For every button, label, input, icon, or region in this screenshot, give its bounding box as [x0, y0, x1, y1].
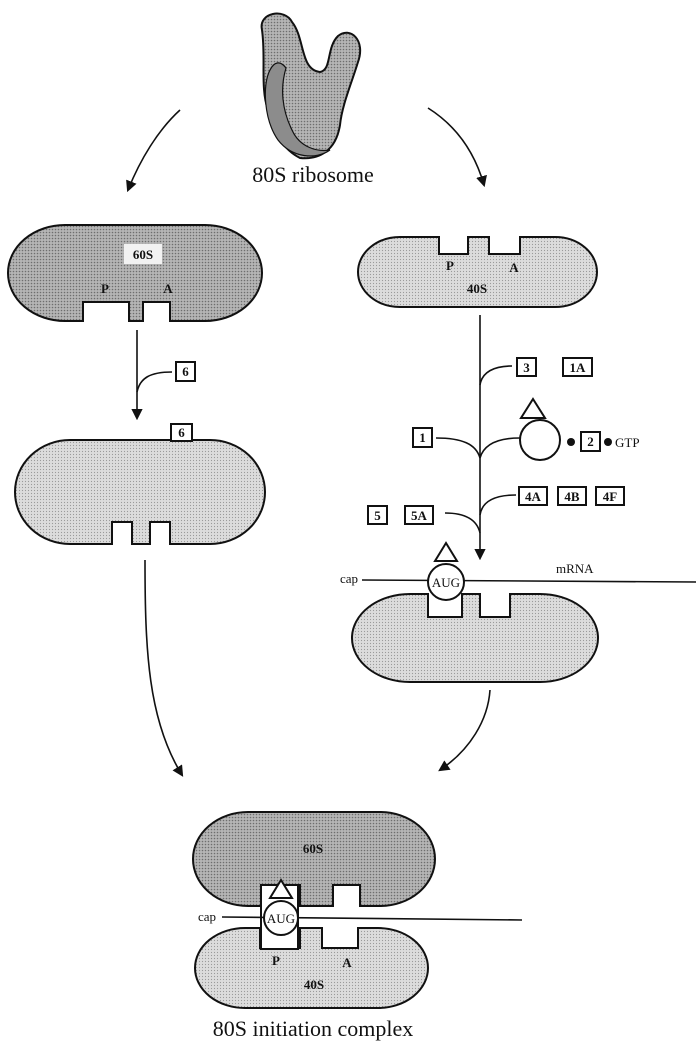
ribosome-80s-icon — [262, 14, 361, 159]
factor-5a-label: 5A — [411, 508, 428, 523]
mrna-cap-label: cap — [340, 571, 358, 586]
subunit-40s-with-mrna — [352, 594, 598, 682]
met-triangle-icon — [521, 399, 545, 418]
factor-6-bound-label: 6 — [178, 425, 185, 440]
p-site-40s: P — [446, 258, 454, 273]
complex-label-60s: 60S — [303, 841, 323, 856]
step2-right-line — [480, 438, 520, 458]
label-60s: 60S — [133, 247, 153, 262]
complex-a-site: A — [342, 955, 352, 970]
factor-1a-label: 1A — [570, 360, 587, 375]
ribosome-80s-label: 80S ribosome — [252, 162, 374, 187]
subunit-60s-with-factor6 — [15, 440, 265, 544]
mrna-strand — [362, 580, 696, 582]
factor-4f-label: 4F — [603, 489, 618, 504]
factor-1-label: 1 — [419, 430, 426, 445]
arrow-to-60s — [128, 110, 180, 190]
arrow-right-to-complex — [440, 690, 490, 770]
step3-right-line — [480, 495, 516, 515]
factor-5-label: 5 — [374, 508, 381, 523]
a-site-40s: A — [509, 260, 519, 275]
factor-4a-label: 4A — [525, 489, 542, 504]
complex-60s — [193, 812, 435, 906]
arrow-to-40s — [428, 108, 484, 185]
factor-4b-label: 4B — [564, 489, 580, 504]
label-40s: 40S — [467, 281, 487, 296]
complex-title: 80S initiation complex — [213, 1016, 413, 1041]
complex-label-40s: 40S — [304, 977, 324, 992]
aug-label: AUG — [432, 575, 460, 590]
factor-6-label: 6 — [182, 364, 189, 379]
arrow-left-to-complex — [145, 560, 182, 775]
complex-40s — [195, 928, 428, 1008]
p-site-60s: P — [101, 281, 109, 296]
dot-1-icon — [567, 438, 575, 446]
factor-3-label: 3 — [523, 360, 530, 375]
a-site-60s: A — [163, 281, 173, 296]
step2-left-line — [436, 438, 480, 458]
subunit-60s — [8, 225, 262, 321]
step3-left-line — [445, 513, 480, 533]
dot-2-icon — [604, 438, 612, 446]
complex-p-site: P — [272, 953, 280, 968]
step1-join-line — [480, 366, 512, 385]
met-triangle-48s-icon — [435, 543, 457, 561]
factor-6-join-line — [137, 372, 172, 392]
complex-cap-label: cap — [198, 909, 216, 924]
factor-2-label: 2 — [587, 434, 594, 449]
gtp-label: GTP — [615, 435, 640, 450]
mrna-label: mRNA — [556, 561, 594, 576]
complex-aug-label: AUG — [267, 911, 295, 926]
subunit-40s — [358, 237, 597, 307]
trna-circle-icon — [520, 420, 560, 460]
